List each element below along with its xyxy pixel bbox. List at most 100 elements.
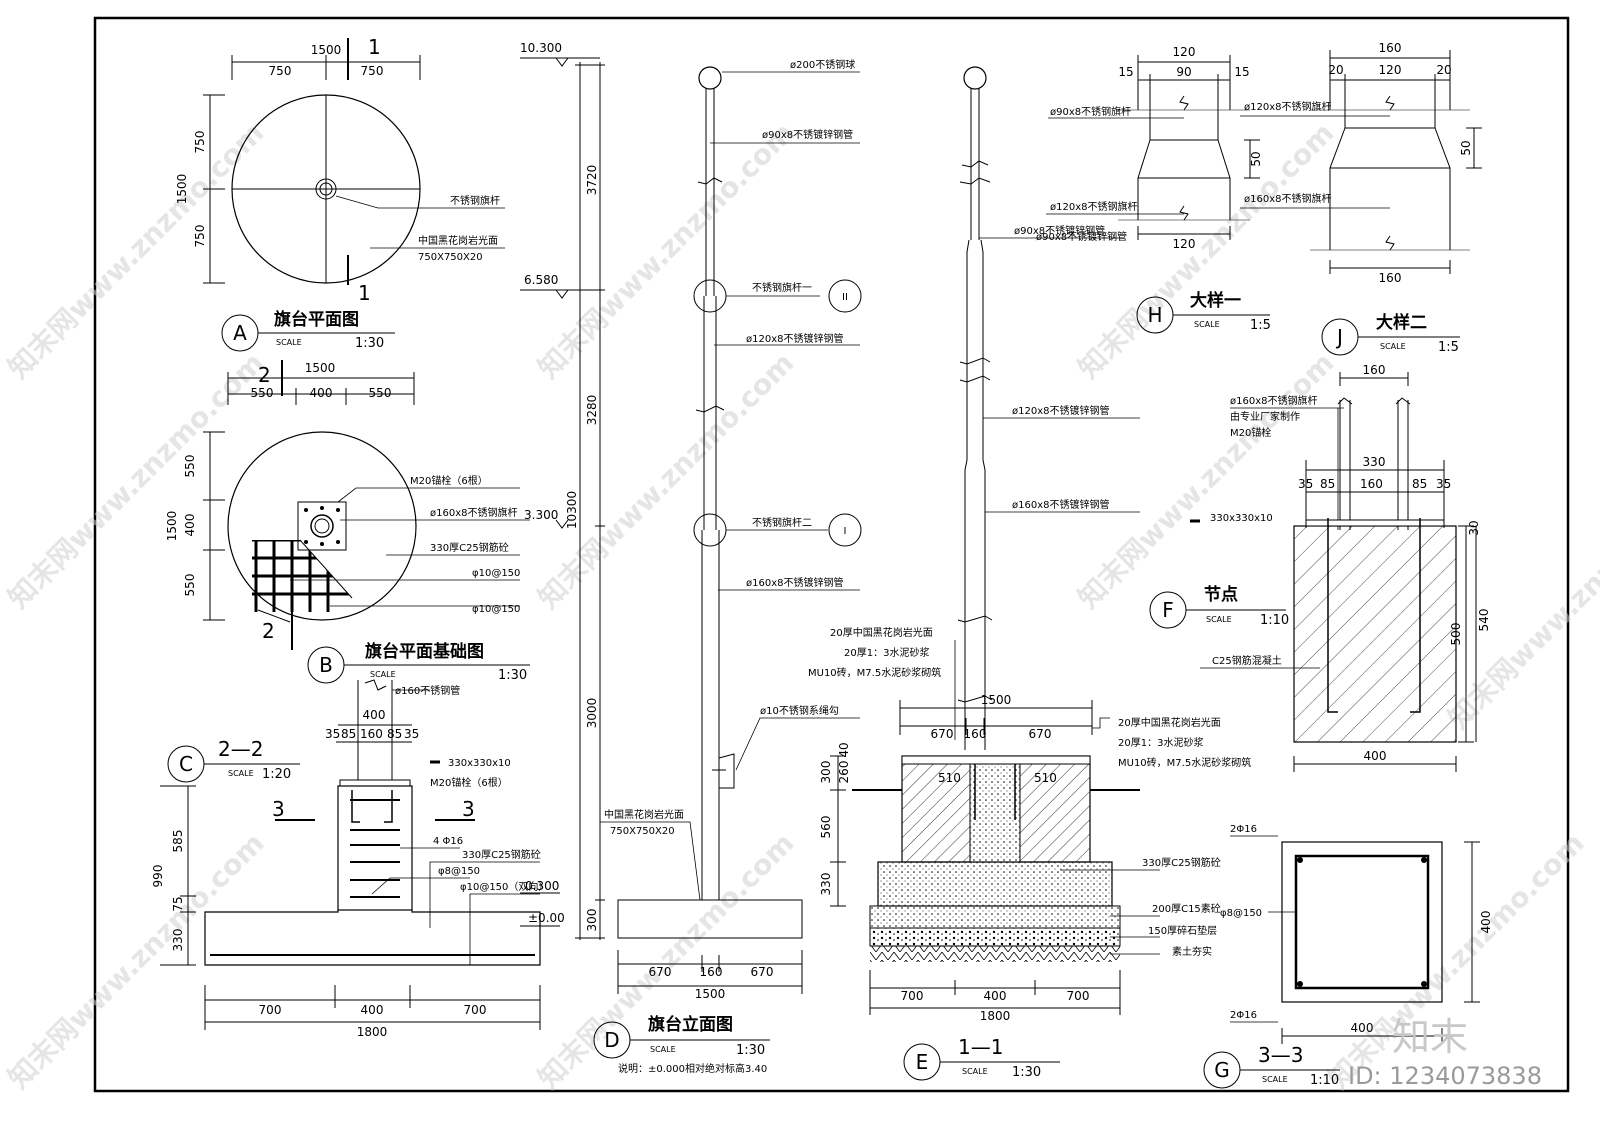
dim-text: 400: [1364, 749, 1387, 763]
dim-text: 1500: [305, 361, 336, 375]
leader-label: ø90x8不锈镀锌钢管: [762, 128, 853, 141]
dim-text: 400: [363, 708, 386, 722]
dim-text: 120: [1173, 45, 1196, 59]
dim-text: 15: [1234, 65, 1249, 79]
leader-label: C25钢筋混凝土: [1212, 654, 1282, 667]
dim-text: 160: [1360, 477, 1383, 491]
drawing-note: 说明：±0.000相对绝对标高3.40: [618, 1062, 767, 1075]
dim-text: 1500: [311, 43, 342, 57]
leader-label: M20锚栓: [1230, 426, 1271, 439]
detail-ref: II: [842, 292, 848, 303]
leader-label: ø90x8不锈钢旗杆: [1050, 105, 1131, 118]
view-title: 节点: [1204, 584, 1238, 605]
scale-word: SCALE: [276, 338, 302, 347]
dim-text: 330: [171, 929, 185, 952]
dim-text: 10300: [565, 491, 579, 529]
view-letter: B: [319, 653, 333, 677]
dim-text: 750: [269, 64, 292, 78]
dim-text: 35: [1298, 477, 1313, 491]
scale-word: SCALE: [228, 769, 254, 778]
section-mark: 1: [368, 35, 381, 59]
dim-text: 85: [341, 727, 356, 741]
leader-label: 不锈钢旗杆二: [752, 516, 812, 529]
dim-text: 330: [1363, 455, 1386, 469]
dim-text: 120: [1173, 237, 1196, 251]
leader-label: 2Φ16: [1230, 824, 1257, 835]
elevation-mark: ±0.00: [528, 911, 565, 925]
scale-value: 1:30: [736, 1043, 765, 1058]
dim-text: 300: [819, 761, 833, 784]
dim-text: 75: [171, 896, 185, 911]
leader-label: 200厚C15素砼: [1152, 902, 1221, 915]
scale-word: SCALE: [962, 1067, 988, 1076]
leader-label: 330厚C25钢筋砼: [430, 541, 509, 554]
elevation-mark: 10.300: [520, 41, 562, 55]
dim-text: 400: [1351, 1021, 1374, 1035]
dim-text: 35: [1436, 477, 1451, 491]
dim-text: 3720: [585, 165, 599, 196]
dim-text: 1500: [695, 987, 726, 1001]
dim-text: 510: [938, 771, 961, 785]
layer-label: 20厚中国黑花岗岩光面: [1118, 716, 1221, 729]
leader-label: 330厚C25钢筋砼: [1142, 856, 1221, 869]
leader-label: 330厚C25钢筋砼: [462, 848, 541, 861]
scale-value: 1:20: [262, 767, 291, 782]
elevation-mark: 0.300: [525, 879, 559, 893]
scale-value: 1:30: [355, 336, 384, 351]
dim-text: 35: [404, 727, 419, 741]
detail-ref: I: [844, 526, 847, 537]
view-title: 2—2: [218, 737, 263, 761]
dim-text: 160: [700, 965, 723, 979]
elevation-mark: 6.580: [524, 273, 558, 287]
leader-label: 4 Φ16: [433, 836, 463, 847]
dim-text: 550: [183, 574, 197, 597]
dim-text: 85: [1412, 477, 1427, 491]
dim-text: 85: [387, 727, 402, 741]
dim-text: 400: [310, 386, 333, 400]
dim-text: 585: [171, 830, 185, 853]
leader-label: 750X750X20: [610, 826, 675, 837]
leader-label: 2Φ16: [1230, 1010, 1257, 1021]
scale-word: SCALE: [370, 670, 396, 679]
view-letter: D: [604, 1028, 619, 1052]
scale-word: SCALE: [1206, 615, 1232, 624]
leader-label: φ10@150: [472, 568, 520, 579]
scale-value: 1:30: [498, 668, 527, 683]
dim-text: 1800: [357, 1025, 388, 1039]
leader-label: φ8@150: [1220, 908, 1262, 919]
scale-value: 1:10: [1260, 613, 1289, 628]
leader-label: ø160x8不锈钢旗杆: [430, 506, 518, 519]
leader-label: 330x330x10: [448, 758, 511, 769]
leader-label: 750X750X20: [418, 252, 483, 263]
dim-text: 400: [183, 514, 197, 537]
view-title: 旗台平面图: [274, 309, 359, 330]
view-h-detail-one: 120 15 90 15 50 120 ø90x8不锈钢旗杆 ø120x8不锈钢…: [1036, 45, 1271, 334]
leader-label: ø120x8不锈钢旗杆: [1050, 200, 1138, 213]
dim-text: 260: [837, 761, 851, 784]
dim-text: 670: [649, 965, 672, 979]
leader-label: 由专业厂家制作: [1230, 410, 1300, 423]
leader-label: M20锚栓（6根）: [410, 474, 488, 487]
dim-text: 120: [1379, 63, 1402, 77]
dim-text: 500: [1449, 623, 1463, 646]
leader-label: ø120x8不锈镀锌钢管: [1012, 404, 1110, 417]
leader-label: ø90x8不锈镀锌钢管: [1014, 224, 1105, 237]
view-title: 3—3: [1258, 1043, 1303, 1067]
dim-text: 700: [259, 1003, 282, 1017]
image-id: ID: 1234073838: [1348, 1062, 1542, 1090]
leader-label: 中国黑花岗岩光面: [604, 808, 684, 821]
scale-value: 1:5: [1250, 318, 1271, 333]
view-c-section-2-2: C 2—2 SCALE 1:20 ø160不锈钢管 400 35 85 160 …: [151, 679, 548, 1039]
leader-label: ø120x8不锈镀锌钢管: [746, 332, 844, 345]
view-letter: H: [1147, 303, 1162, 327]
view-title: 1—1: [958, 1035, 1003, 1059]
dim-text: 750: [193, 225, 207, 248]
scale-word: SCALE: [1380, 342, 1406, 351]
leader-label: 素土夯实: [1172, 945, 1212, 958]
dim-text: 540: [1477, 609, 1491, 632]
view-title: 旗台立面图: [648, 1014, 733, 1035]
brand-watermark: 知末: [1392, 1015, 1468, 1059]
leader-label: 330x330x10: [1210, 513, 1273, 524]
dim-text: 400: [361, 1003, 384, 1017]
layer-label: 20厚1：3水泥砂浆: [1118, 736, 1203, 749]
